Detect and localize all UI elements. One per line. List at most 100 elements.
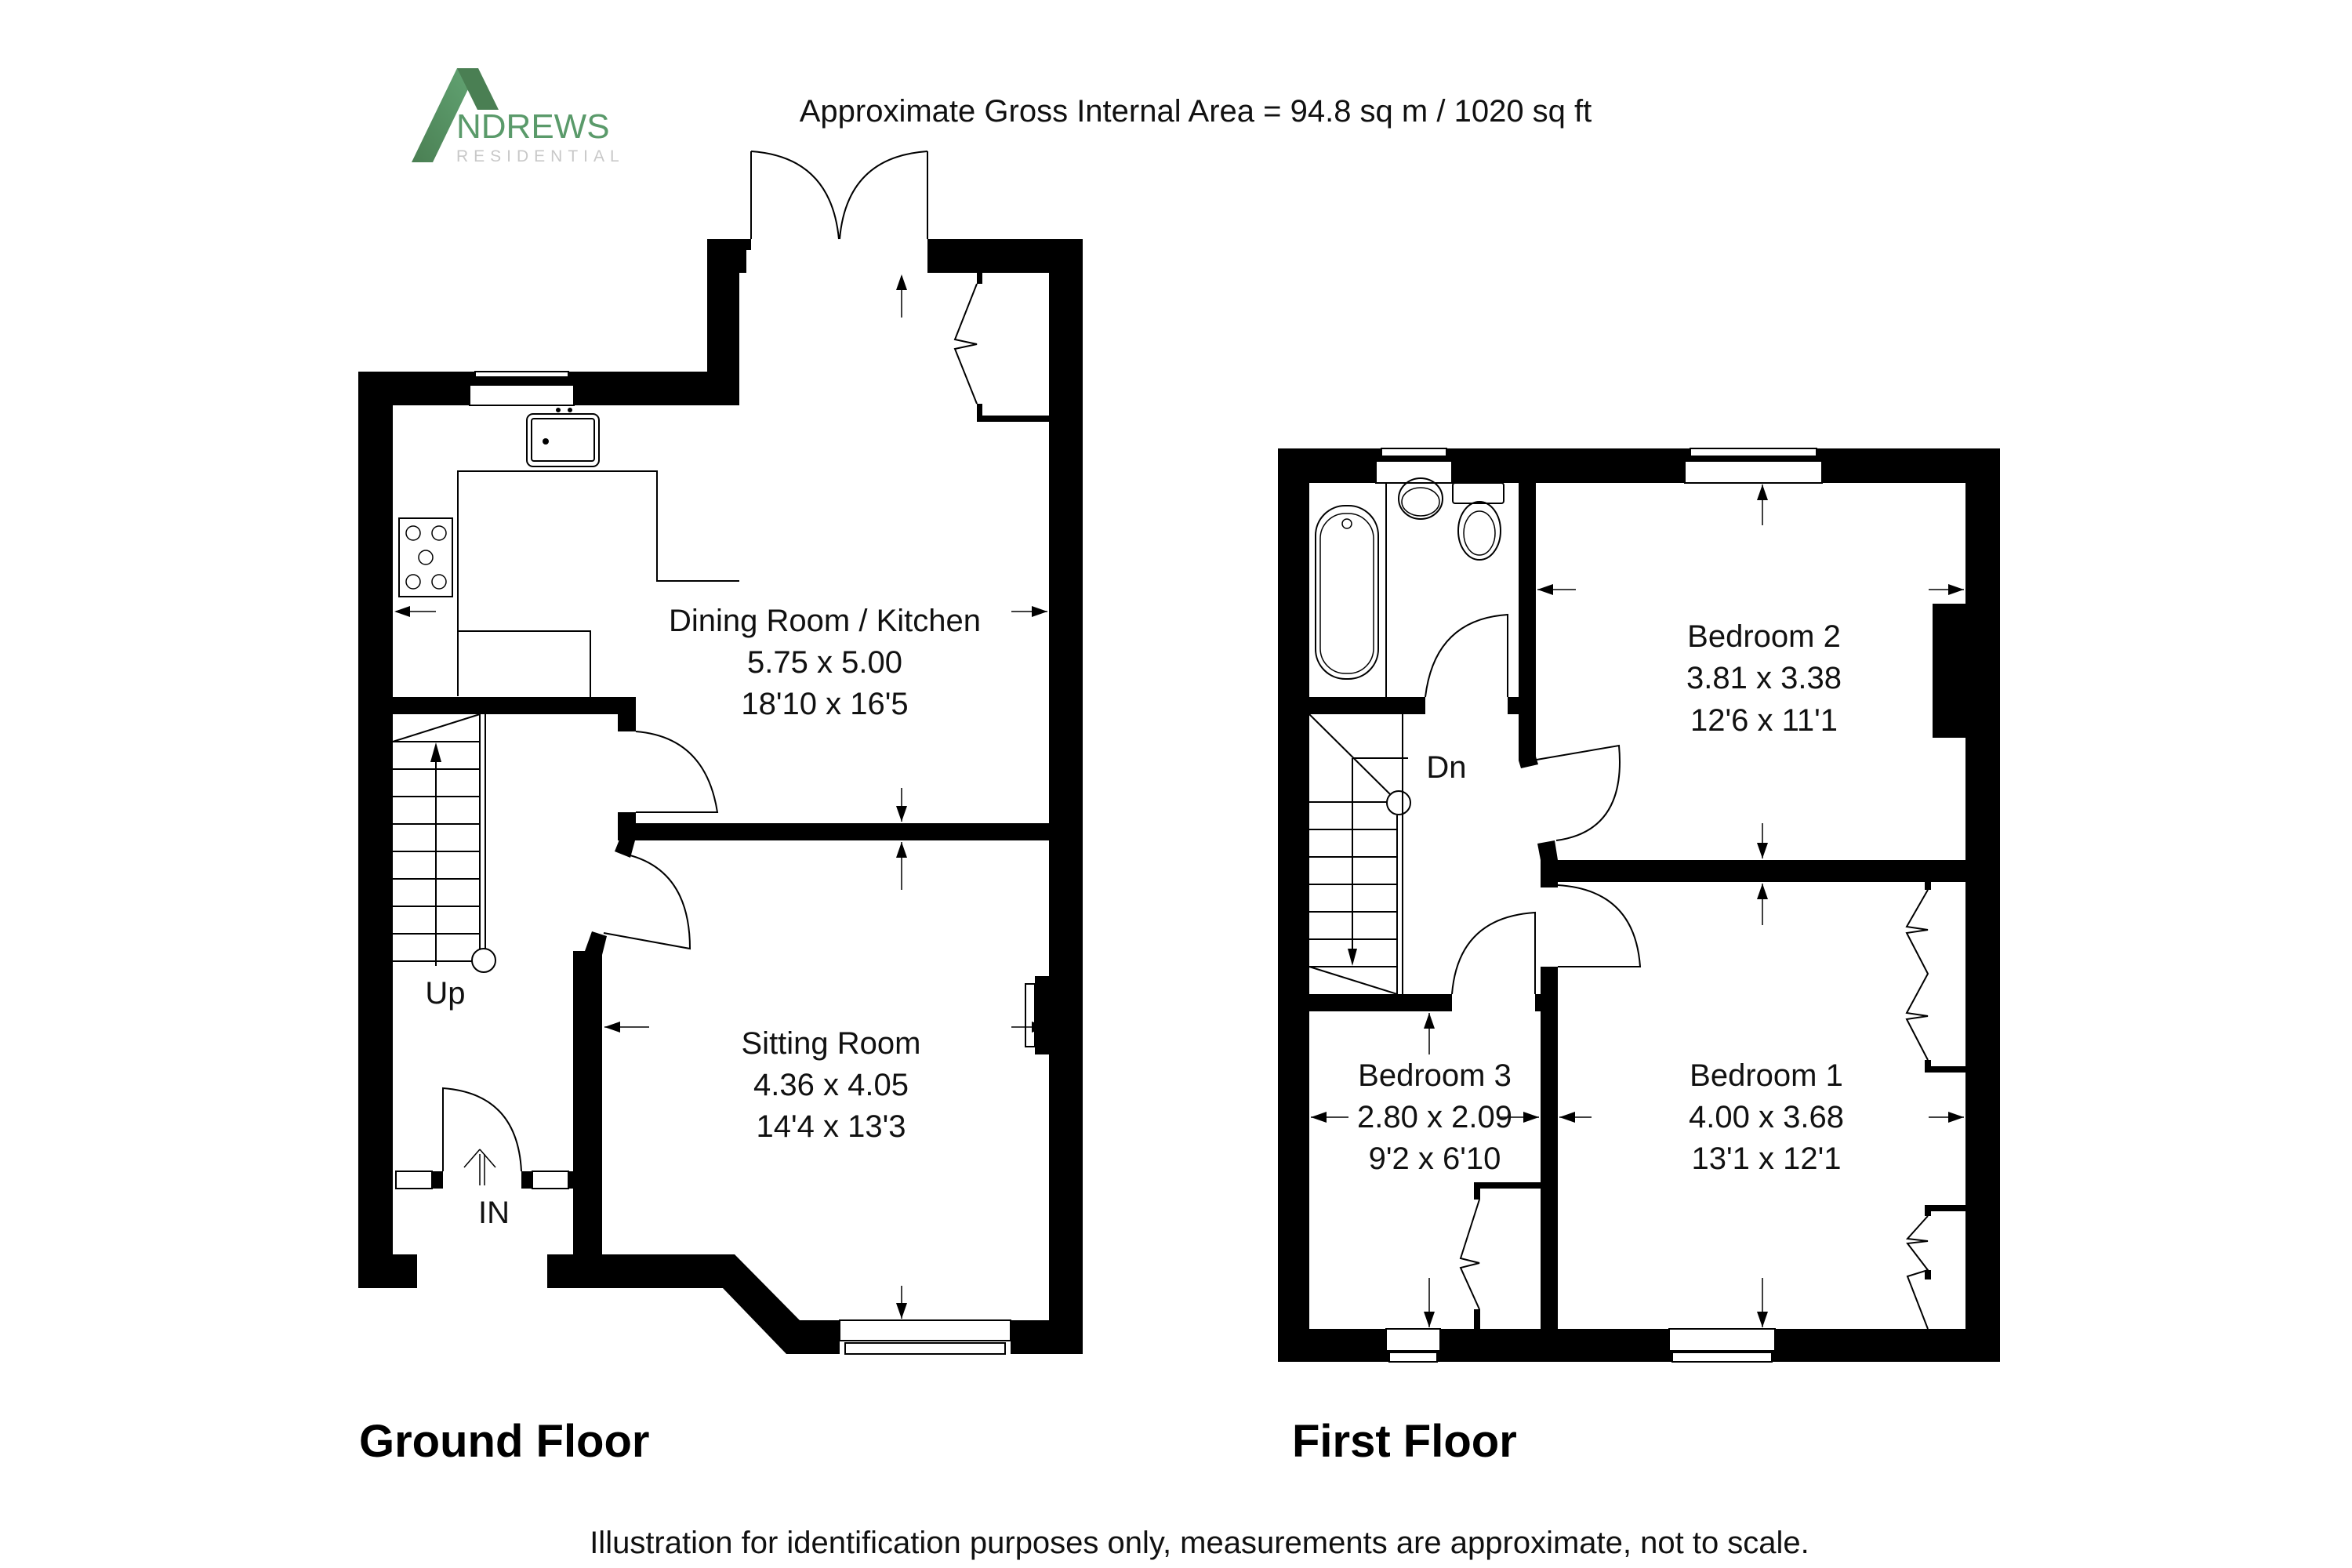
bifold-door-icon: [1905, 889, 1929, 1061]
disclaimer: Illustration for identification purposes…: [590, 1526, 1809, 1560]
wall: [1474, 1182, 1480, 1200]
window-sill: [1381, 448, 1447, 457]
bathroom-fittings: [1315, 477, 1504, 697]
room-imperial: 13'1 x 12'1: [1692, 1142, 1842, 1176]
window-sill: [1671, 1352, 1773, 1363]
wall: [1965, 448, 2000, 1362]
logo: NDREWS RESIDENTIAL: [412, 68, 625, 165]
tap-icon: [556, 408, 561, 412]
ground-floor-plan: Up IN Dining Room / K: [358, 151, 1083, 1355]
dimension-arrows: [1311, 485, 1964, 1327]
wall: [1925, 1205, 1931, 1216]
ground-floor-title: Ground Floor: [359, 1416, 650, 1467]
wall: [618, 812, 636, 840]
sink-bowl-icon: [531, 418, 595, 462]
room-bedroom3: Bedroom 3 2.80 x 2.09 9'2 x 6'10: [1357, 1058, 1512, 1176]
room-name: Bedroom 2: [1687, 619, 1841, 654]
window: [1684, 460, 1823, 484]
first-stairs-icon: [1308, 713, 1411, 995]
worktop: [457, 470, 739, 696]
room-imperial: 9'2 x 6'10: [1369, 1142, 1501, 1176]
room-metric: 3.81 x 3.38: [1686, 661, 1842, 695]
wall: [1925, 882, 1931, 890]
wall: [1049, 239, 1083, 1354]
wall: [1309, 994, 1452, 1011]
wall: [1519, 483, 1536, 760]
room-name: Bedroom 1: [1690, 1058, 1843, 1093]
ground-floor-doors: [442, 731, 719, 1172]
bath-icon: [1315, 505, 1379, 680]
bay-wall: [723, 1254, 840, 1354]
wall: [1474, 1182, 1541, 1189]
room-bedroom2: Bedroom 2 3.81 x 3.38 12'6 x 11'1: [1686, 619, 1842, 738]
ground-floor-walls: [358, 239, 1083, 1354]
sink-drain-icon: [543, 438, 549, 445]
window: [469, 384, 575, 406]
window: [395, 1171, 433, 1189]
room-metric: 5.75 x 5.00: [747, 645, 902, 680]
wall: [1537, 840, 1558, 860]
sitting-room-door-icon: [603, 854, 691, 950]
window-sill: [844, 1342, 1006, 1355]
wall: [707, 239, 746, 273]
wall: [618, 697, 636, 731]
room-imperial: 18'10 x 16'5: [741, 687, 908, 721]
first-floor-doors: [1425, 613, 1642, 995]
wall: [1535, 994, 1541, 1011]
room-metric: 2.80 x 2.09: [1357, 1100, 1512, 1134]
newel-post-icon: [1386, 790, 1411, 815]
room-metric: 4.36 x 4.05: [753, 1068, 909, 1102]
room-metric: 4.00 x 3.68: [1689, 1100, 1844, 1134]
wall: [1278, 448, 1309, 1362]
basin-icon: [1398, 477, 1443, 520]
bathroom-door-icon: [1425, 613, 1508, 698]
entrance-label: IN: [478, 1196, 510, 1230]
gross-internal-area: Approximate Gross Internal Area = 94.8 s…: [800, 94, 1592, 129]
logo-brand-text: NDREWS: [456, 107, 610, 146]
logo-tagline: RESIDENTIAL: [456, 147, 625, 165]
wall: [1925, 1205, 1965, 1211]
first-floor-plan: Dn: [1278, 448, 2000, 1363]
wall: [1474, 1309, 1480, 1329]
kitchen-door-icon: [635, 731, 719, 813]
wall: [1519, 757, 1538, 768]
wall: [1508, 697, 1519, 714]
hob-icon: [398, 517, 453, 597]
sink-icon: [526, 413, 600, 467]
dimension-arrows: [394, 274, 1047, 1319]
ground-stairs-icon: [392, 713, 496, 973]
window: [839, 1319, 1011, 1341]
kitchen-fittings: [398, 408, 739, 697]
window-sill: [1388, 1352, 1438, 1363]
room-dining-kitchen: Dining Room / Kitchen 5.75 x 5.00 18'10 …: [669, 604, 981, 721]
wall: [432, 1171, 443, 1189]
wall: [1925, 1270, 1931, 1279]
wc-cistern-icon: [1452, 482, 1504, 504]
stairs-down-label: Dn: [1426, 750, 1466, 785]
wall: [1011, 1320, 1083, 1354]
wall: [1541, 860, 1558, 887]
room-bedroom1: Bedroom 1 4.00 x 3.68 13'1 x 12'1: [1689, 1058, 1844, 1176]
wall: [1925, 1066, 1965, 1073]
wall: [615, 840, 635, 858]
newel-post-icon: [471, 948, 496, 973]
wall: [977, 416, 1049, 422]
entrance-arrow-icon: [463, 1149, 496, 1185]
window-sill: [474, 371, 569, 378]
wc-icon: [1457, 501, 1501, 561]
wall: [1541, 967, 1558, 1329]
room-name: Sitting Room: [742, 1026, 921, 1061]
room-imperial: 14'4 x 13'3: [757, 1109, 906, 1144]
window: [1668, 1328, 1776, 1352]
wall: [977, 404, 982, 421]
bedroom2-door-icon: [1536, 744, 1621, 841]
bedroom3-door-icon: [1451, 911, 1536, 995]
first-floor-title: First Floor: [1292, 1416, 1517, 1467]
room-sitting-room: Sitting Room 4.36 x 4.05 14'4 x 13'3: [742, 1026, 921, 1144]
first-floor-windows: [1375, 448, 1823, 1363]
window: [1385, 1328, 1441, 1352]
bifold-door-icon: [1459, 1199, 1480, 1310]
bifold-door-icon: [1905, 1215, 1929, 1330]
window-sill: [1690, 448, 1817, 457]
fireplace: [1025, 983, 1036, 1047]
